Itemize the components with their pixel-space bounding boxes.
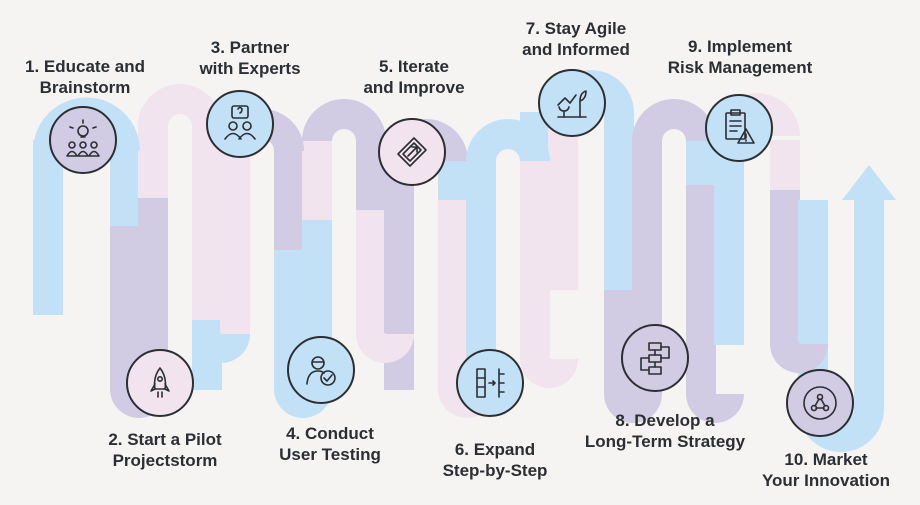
step-circle bbox=[126, 349, 194, 417]
step-label-line2: and Improve bbox=[363, 78, 465, 97]
path-segment bbox=[686, 140, 716, 185]
step-label-line1: 1. Educate and bbox=[25, 57, 145, 76]
path-curve bbox=[302, 99, 386, 141]
step-label-7: 7. Stay Agile and Informed bbox=[522, 18, 630, 60]
step-label-line2: User Testing bbox=[279, 445, 381, 464]
path-segment bbox=[604, 112, 634, 290]
path-segment bbox=[192, 125, 222, 320]
step-2-marker bbox=[126, 349, 194, 417]
step-10-marker bbox=[786, 369, 854, 437]
step-circle bbox=[705, 94, 773, 162]
path-segment bbox=[274, 150, 304, 250]
step-label-line1: 8. Develop a bbox=[615, 411, 715, 430]
step-label-5: 5. Iterate and Improve bbox=[363, 56, 464, 98]
step-circle bbox=[538, 69, 606, 137]
path-segment bbox=[520, 160, 550, 360]
step-label-line1: 4. Conduct bbox=[286, 424, 374, 443]
step-label-line1: 10. Market bbox=[784, 450, 868, 469]
clipboard-warning-icon bbox=[725, 109, 755, 144]
step-label-line1: 6. Expand bbox=[454, 440, 536, 459]
step-label-line2: Step-by-Step bbox=[442, 461, 548, 480]
winding-path bbox=[33, 70, 884, 452]
path-segment bbox=[770, 140, 800, 190]
step-4-marker bbox=[287, 336, 355, 404]
step-5-marker bbox=[378, 118, 446, 186]
step-label-line1: 3. Partner bbox=[210, 38, 290, 57]
path-curve bbox=[686, 393, 744, 423]
path-curve bbox=[466, 119, 550, 161]
step-label-8: 8. Develop a Long-Term Strategy bbox=[585, 410, 745, 452]
step-label-line2: Long-Term Strategy bbox=[584, 432, 746, 451]
path-segment bbox=[438, 160, 468, 200]
path-segment bbox=[110, 150, 140, 226]
step-label-3: 3. Partner with Experts bbox=[199, 37, 300, 79]
step-label-line1: 2. Start a Pilot bbox=[108, 430, 222, 449]
step-8-marker bbox=[621, 324, 689, 392]
path-curve bbox=[520, 358, 578, 388]
step-label-line2: Risk Management bbox=[667, 58, 813, 77]
step-circle bbox=[287, 336, 355, 404]
step-1-marker bbox=[49, 106, 117, 174]
path-segment bbox=[356, 210, 386, 335]
path-segment bbox=[686, 185, 716, 395]
path-segment bbox=[854, 200, 884, 410]
progress-steps-icon bbox=[476, 368, 505, 398]
path-segment bbox=[302, 140, 332, 220]
step-label-line2: Brainstorm bbox=[39, 78, 131, 97]
path-segment bbox=[220, 135, 250, 335]
step-label-line2: with Experts bbox=[199, 59, 301, 78]
step-3-marker bbox=[206, 90, 274, 158]
discussion-icon bbox=[224, 105, 256, 140]
path-segment bbox=[770, 190, 800, 345]
step-circles bbox=[49, 69, 854, 437]
step-label-line2: Projectstorm bbox=[112, 451, 218, 470]
step-circle bbox=[49, 106, 117, 174]
arrow-up-icon bbox=[842, 165, 896, 200]
tag-arrow-icon bbox=[397, 137, 427, 167]
step-circle bbox=[206, 90, 274, 158]
path-segment bbox=[714, 135, 744, 345]
path-segment bbox=[438, 200, 468, 390]
path-curve bbox=[192, 333, 250, 363]
step-label-line2: and Informed bbox=[522, 40, 630, 59]
step-7-marker bbox=[538, 69, 606, 137]
path-segment bbox=[33, 140, 63, 315]
step-label-line1: 5. Iterate bbox=[379, 57, 449, 76]
rocket-icon bbox=[150, 367, 170, 398]
path-segment bbox=[138, 125, 168, 198]
path-curve bbox=[138, 84, 222, 126]
path-curve bbox=[604, 393, 662, 423]
user-check-icon bbox=[306, 356, 336, 386]
arrow-head bbox=[842, 165, 896, 200]
step-label-line1: 9. Implement bbox=[688, 37, 792, 56]
path-curve bbox=[770, 343, 828, 373]
path-segment bbox=[548, 112, 578, 290]
step-circle bbox=[621, 324, 689, 392]
share-network-icon bbox=[803, 386, 837, 420]
path-curve bbox=[356, 333, 414, 363]
people-lightbulb-icon bbox=[66, 119, 100, 157]
step-6-marker bbox=[456, 349, 524, 417]
step-label-line1: 7. Stay Agile bbox=[525, 19, 627, 38]
step-9-marker bbox=[705, 94, 773, 162]
flowchart-icon bbox=[640, 342, 670, 375]
growth-plant-icon bbox=[557, 90, 587, 118]
path-curve bbox=[632, 99, 716, 141]
step-label-line2: Your Innovation bbox=[761, 471, 891, 490]
step-circle bbox=[786, 369, 854, 437]
